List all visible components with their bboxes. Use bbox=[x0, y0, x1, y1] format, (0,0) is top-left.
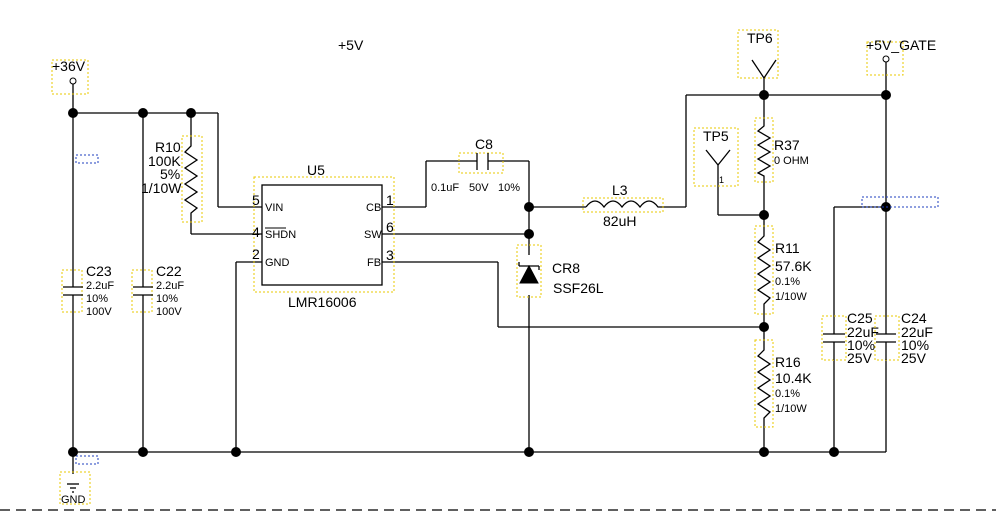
ic-u5[interactable]: U5 LMR16006 5 VIN 4 SHDN 2 GND 1 CB 6 SW… bbox=[252, 162, 395, 310]
c23-ref: C23 bbox=[86, 263, 112, 279]
net-label-36v: +36V bbox=[52, 58, 86, 74]
capacitor-c23[interactable]: C23 2.2uF 10% 100V bbox=[61, 263, 114, 318]
c23-value: 2.2uF bbox=[86, 280, 114, 292]
resistor-r16[interactable]: R16 10.4K 0.1% 1/10W bbox=[754, 339, 812, 428]
cr8-ref: CR8 bbox=[552, 260, 580, 276]
c25-ref: C25 bbox=[847, 310, 873, 326]
cr8-value: SSF26L bbox=[553, 280, 604, 296]
test-point-tp5[interactable]: TP5 1 bbox=[693, 127, 739, 187]
net-flag-marker bbox=[75, 455, 99, 465]
c8-tol: 10% bbox=[498, 182, 520, 194]
resistor-r10[interactable]: R10 100K 5% 1/10W bbox=[141, 135, 203, 223]
pin-name-gnd: GND bbox=[265, 257, 290, 269]
c8-ref: C8 bbox=[475, 136, 493, 152]
pin-name-shdn: SHDN bbox=[265, 229, 296, 241]
tp5-pin-label: 1 bbox=[719, 175, 724, 185]
tp5-label: TP5 bbox=[703, 128, 729, 144]
c8-value: 0.1uF bbox=[431, 182, 459, 194]
r16-ref: R16 bbox=[775, 354, 801, 370]
capacitor-c25[interactable]: C25 22uF 10% 25V bbox=[821, 310, 879, 366]
net-label-5v-gate: +5V_GATE bbox=[866, 37, 936, 53]
r16-value: 10.4K bbox=[775, 370, 812, 386]
resistor-r37[interactable]: R37 0 OHM bbox=[754, 117, 809, 183]
r16-power: 1/10W bbox=[775, 403, 807, 415]
tp6-label: TP6 bbox=[747, 30, 773, 46]
c23-tol: 10% bbox=[86, 293, 108, 305]
c24-ref: C24 bbox=[901, 310, 927, 326]
c24-value: 22uF bbox=[901, 324, 933, 340]
r10-tol: 5% bbox=[160, 166, 180, 182]
capacitor-c8[interactable]: C8 0.1uF 50V 10% bbox=[431, 136, 520, 194]
pin-number: 3 bbox=[386, 247, 394, 263]
ic-part: LMR16006 bbox=[288, 294, 357, 310]
net-flag-5v-gate[interactable]: +5V_GATE bbox=[866, 37, 936, 76]
net-label-5v: +5V bbox=[338, 37, 364, 53]
r16-tol: 0.1% bbox=[775, 388, 800, 400]
r11-ref: R11 bbox=[775, 240, 800, 256]
c24-voltage: 25V bbox=[901, 350, 927, 366]
inductor-l3[interactable]: L3 82uH bbox=[582, 182, 664, 229]
resistor-r11[interactable]: R11 57.6K 0.1% 1/10W bbox=[754, 225, 812, 315]
diode-cr8[interactable]: CR8 SSF26L bbox=[516, 244, 604, 298]
pin-number: 1 bbox=[386, 192, 394, 208]
capacitor-c24[interactable]: C24 22uF 10% 25V bbox=[874, 310, 933, 366]
c22-tol: 10% bbox=[156, 293, 178, 305]
r11-value: 57.6K bbox=[775, 258, 812, 274]
r10-value: 100K bbox=[148, 153, 181, 169]
pin-name-cb: CB bbox=[366, 202, 381, 214]
pin-number: 5 bbox=[252, 192, 260, 208]
pin-name-fb: FB bbox=[367, 257, 381, 269]
pin-name-sw: SW bbox=[364, 229, 382, 241]
net-flag-36v[interactable]: +36V bbox=[51, 58, 89, 95]
capacitor-c22[interactable]: C22 2.2uF 10% 100V bbox=[131, 263, 184, 318]
net-flag-marker bbox=[861, 196, 939, 208]
gnd-symbol[interactable]: GND bbox=[59, 471, 91, 506]
l3-value: 82uH bbox=[603, 213, 636, 229]
net-flag-marker bbox=[75, 154, 99, 164]
r11-tol: 0.1% bbox=[775, 276, 800, 288]
r10-power: 1/10W bbox=[141, 180, 182, 196]
c22-voltage: 100V bbox=[156, 306, 182, 318]
c25-value: 22uF bbox=[847, 324, 879, 340]
c22-value: 2.2uF bbox=[156, 280, 184, 292]
r10-ref: R10 bbox=[155, 139, 181, 155]
c24-tol: 10% bbox=[901, 337, 929, 353]
c23-voltage: 100V bbox=[86, 306, 112, 318]
test-point-tp6[interactable]: TP6 bbox=[737, 29, 779, 80]
c25-tol: 10% bbox=[847, 337, 875, 353]
pin-number: 2 bbox=[252, 246, 260, 262]
l3-ref: L3 bbox=[612, 182, 628, 198]
c8-voltage: 50V bbox=[469, 182, 489, 194]
r37-value: 0 OHM bbox=[774, 155, 809, 167]
c25-voltage: 25V bbox=[847, 350, 873, 366]
pin-name-vin: VIN bbox=[265, 202, 283, 214]
pin-number: 4 bbox=[252, 224, 260, 240]
pin-number: 6 bbox=[386, 219, 394, 235]
ic-ref: U5 bbox=[307, 162, 325, 178]
r37-ref: R37 bbox=[774, 137, 800, 153]
net-label-gnd: GND bbox=[61, 494, 86, 506]
junction-dots bbox=[68, 90, 891, 457]
r11-power: 1/10W bbox=[775, 291, 807, 303]
c22-ref: C22 bbox=[156, 263, 182, 279]
